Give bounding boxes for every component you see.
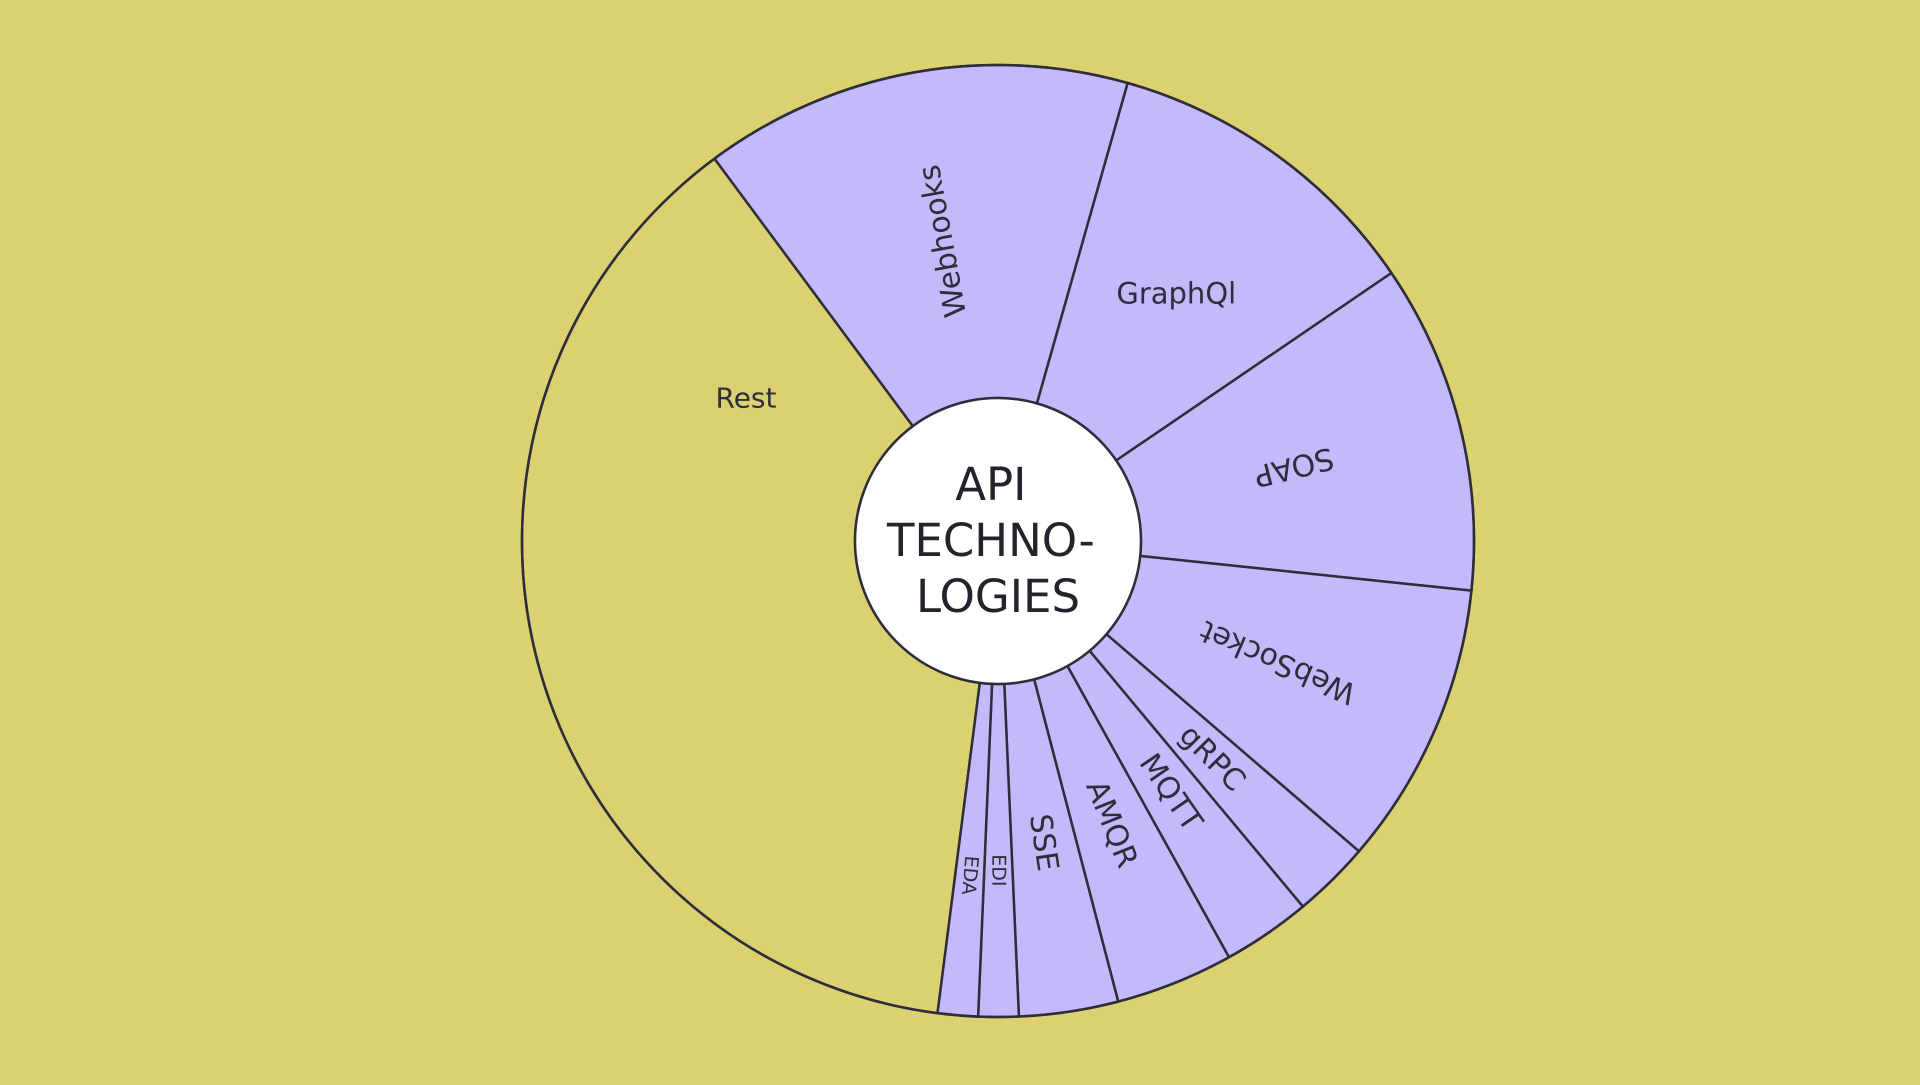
label-eda: EDA xyxy=(957,855,982,896)
center-title-line-1: API xyxy=(955,458,1026,511)
label-sse: SSE xyxy=(1022,812,1065,874)
outer-ring xyxy=(520,63,1476,1019)
label-rest: Rest xyxy=(716,382,777,415)
center-title-line-3: LOGIES xyxy=(916,570,1080,623)
center-disc xyxy=(853,396,1143,686)
center-title-line-2: TECHNO- xyxy=(886,514,1095,567)
label-edi: EDI xyxy=(987,854,1009,886)
label-graphql: GraphQl xyxy=(1116,277,1236,311)
center-title: API TECHNO- LOGIES xyxy=(886,458,1109,623)
